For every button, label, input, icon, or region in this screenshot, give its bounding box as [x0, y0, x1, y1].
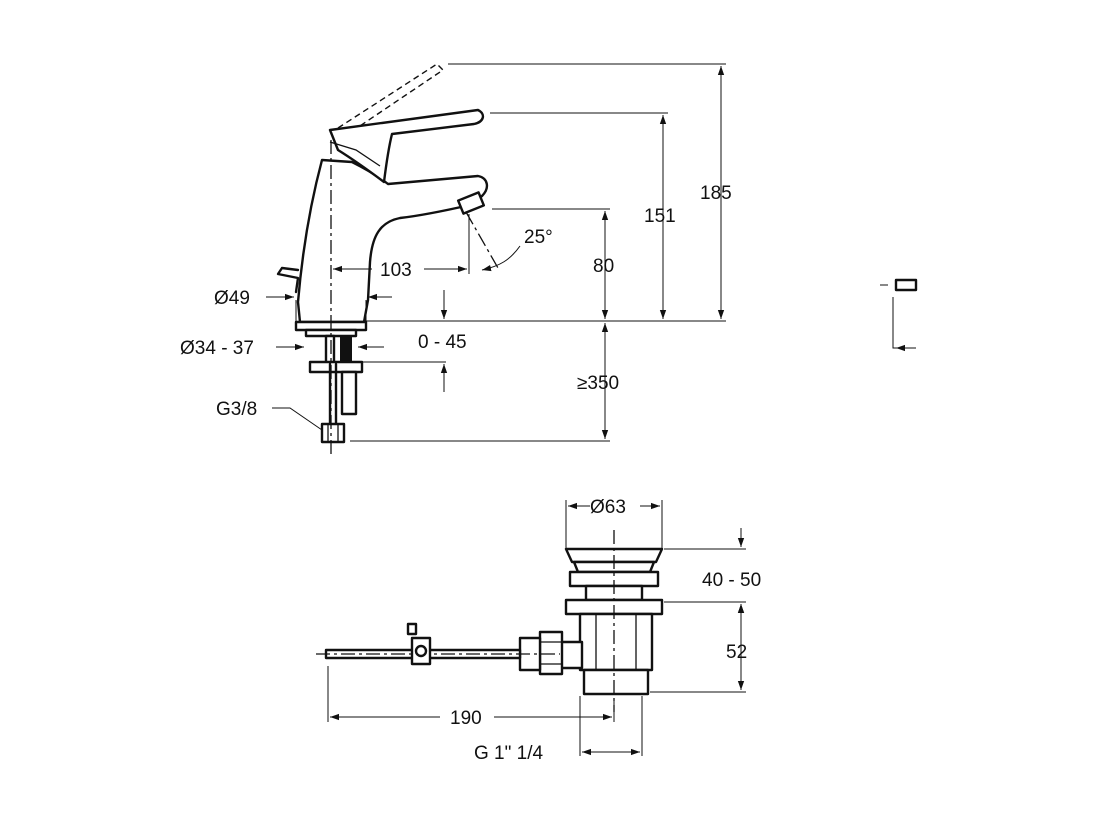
dim-thread: G 1" 1/4	[474, 743, 543, 764]
dim-spout-height: 80	[593, 256, 614, 277]
dim-spout-reach: 103	[380, 260, 412, 281]
edge-detail-fragment	[880, 278, 918, 352]
lever-handle	[328, 108, 485, 184]
dim-cap-travel: 40 - 50	[702, 570, 761, 591]
pop-up-rod	[276, 266, 300, 294]
drain-nut	[538, 630, 564, 676]
drain-body	[578, 612, 654, 672]
dim-deck-thickness: 0 - 45	[418, 332, 467, 353]
dim-height-total: 185	[700, 183, 732, 204]
drain-drawing	[316, 500, 746, 756]
dim-connection: G3/8	[216, 399, 257, 420]
dim-hole-diameter: Ø34 - 37	[180, 338, 254, 359]
aerator	[456, 191, 486, 215]
dim-cap-diameter: Ø63	[590, 497, 626, 518]
drain-labels: Ø63 40 - 50 52 190 G 1" 1/4	[450, 497, 761, 764]
dim-body-height: 52	[726, 642, 747, 663]
threaded-stud	[340, 336, 352, 362]
faucet-body	[296, 158, 489, 324]
lever-open-outline	[337, 63, 445, 135]
dim-height-lever: 151	[644, 206, 676, 227]
dim-base-diameter: Ø49	[214, 288, 250, 309]
faucet-drawing	[266, 63, 726, 454]
drain-tailpiece	[582, 668, 650, 696]
faucet-labels: 185 151 80 103 25° Ø49 Ø34 - 37 0 - 45 ≥…	[180, 183, 732, 420]
dim-rod-length: 190	[450, 708, 482, 729]
dim-hose-length: ≥350	[577, 373, 619, 394]
dim-angle: 25°	[524, 227, 553, 248]
supply-hose	[328, 362, 338, 426]
